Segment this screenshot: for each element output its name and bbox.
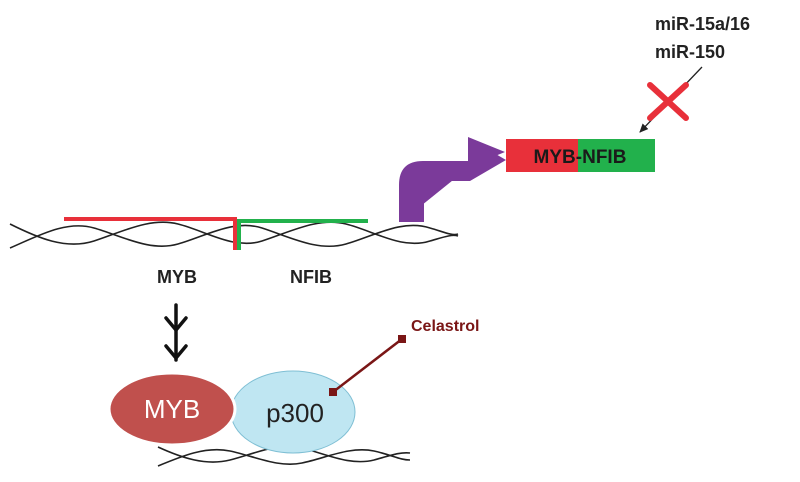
fusion-myb-segment bbox=[506, 139, 578, 172]
fusion-nfib-segment bbox=[578, 139, 655, 172]
fusion-nfib-text: -NFIB bbox=[576, 147, 627, 168]
lower-dna-strand-b bbox=[157, 448, 411, 467]
myb-protein-label: MYB bbox=[144, 394, 200, 424]
myb-gene-label: MYB bbox=[157, 267, 197, 287]
upper-dna-strand-a bbox=[9, 221, 459, 245]
expression-down-arrow bbox=[164, 303, 188, 362]
celastrol-line-start-marker bbox=[398, 335, 406, 343]
upper-dna-helix bbox=[9, 221, 459, 249]
myb-nfib-fusion: MYB-NFIB bbox=[506, 139, 655, 172]
upper-dna-strand-b bbox=[9, 224, 459, 249]
celastrol-label: Celastrol bbox=[411, 318, 479, 335]
celastrol-inhibition-line bbox=[332, 338, 403, 393]
fusion-myb-text: MYB bbox=[534, 147, 576, 168]
mirna-label-1: miR-15a/16 bbox=[655, 14, 750, 34]
nfib-gene-label: NFIB bbox=[290, 267, 332, 287]
myb-protein-oval bbox=[107, 371, 237, 447]
myb-gene-bar bbox=[64, 217, 237, 250]
celastrol-line-end-marker bbox=[329, 388, 337, 396]
mirna-label-2: miR-150 bbox=[655, 42, 725, 62]
nfib-gene-bar bbox=[237, 219, 368, 250]
purple-arrow-shape bbox=[399, 139, 506, 222]
red-x-icon bbox=[647, 82, 689, 121]
fusion-label: MYB-NFIB bbox=[534, 147, 627, 168]
p300-label: p300 bbox=[266, 398, 324, 428]
